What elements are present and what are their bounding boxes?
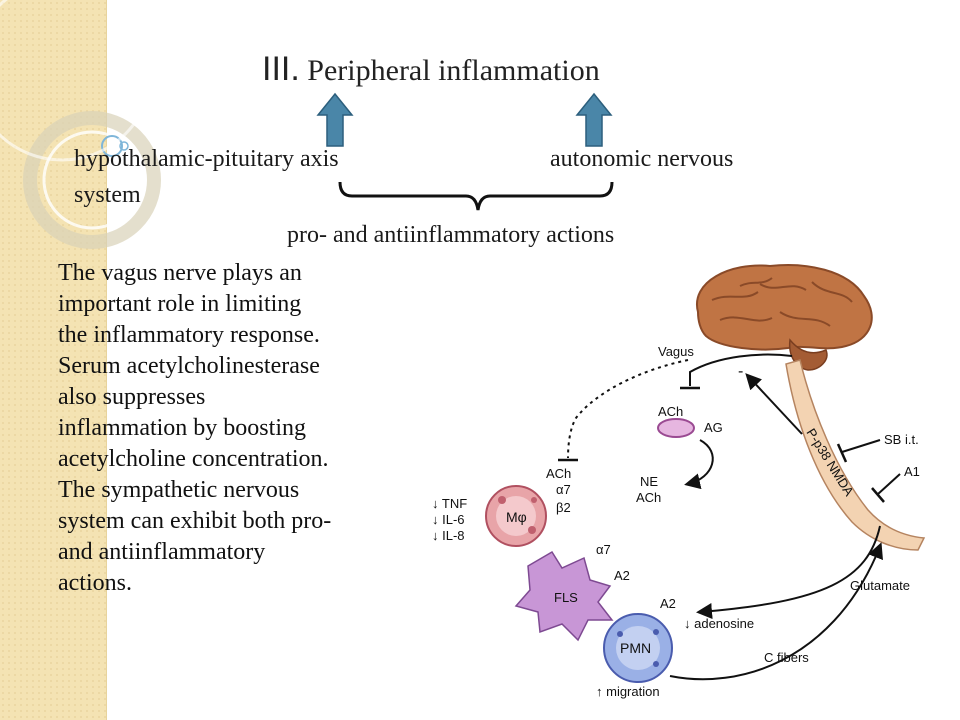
paragraph-line: The sympathetic nervous [58,477,300,503]
up-arrow-icon [316,92,354,147]
bubble-icon [101,135,123,157]
title-text: Peripheral inflammation [307,54,600,87]
paragraph-line: Serum acetylcholinesterase [58,353,320,379]
il6-label: ↓ IL-6 [432,512,465,527]
a1-label: A1 [904,464,920,479]
il8-label: ↓ IL-8 [432,528,465,543]
ach-ne-label: ACh [636,490,661,505]
pmn-label: PMN [620,640,651,656]
spinal-cord [785,359,926,551]
migration-label: ↑ migration [596,684,660,699]
ag-label: AG [704,420,723,435]
ach-vagus-label: ACh [658,404,683,419]
macrophage-cell [485,485,547,547]
hpa-label-continued: system [74,182,141,208]
body-paragraph: The vagus nerve plays an important role … [58,258,448,599]
adenosine-label: ↓ adenosine [684,616,754,631]
neuro-immune-figure: P-p38 NMDA Vagus - ACh AG NE ACh ACh α7 … [432,264,926,699]
ne-label: NE [640,474,658,489]
up-arrow-icon [575,92,613,147]
alpha7-label: α7 [556,482,571,497]
paragraph-line: actions. [58,570,132,596]
decorative-rings [0,0,161,249]
brain-illustration [695,264,873,371]
fls-label: FLS [554,590,578,605]
actions-label: pro- and antiinflammatory actions [287,222,615,248]
paragraph-line: important role in limiting [58,291,302,317]
macrophage-label: Mφ [506,509,527,525]
ans-label: autonomic nervous [550,146,734,172]
title-numeral: III. [262,50,300,88]
tnf-label: ↓ TNF [432,496,467,511]
sb-label: SB i.t. [884,432,919,447]
inhibition-sign: - [738,363,743,380]
autonomic-ganglion [657,418,695,438]
slide-title: III. Peripheral inflammation [262,50,600,89]
paragraph-line: system can exhibit both pro- [58,508,332,534]
paragraph-line: also suppresses [58,384,206,410]
paragraph-line: acetylcholine concentration. [58,446,329,472]
ach-macrophage-label: ACh [546,466,571,481]
vagus-dashed-pathway [567,359,689,459]
fibroblast-like-synoviocyte [514,550,614,642]
hpa-label: hypothalamic-pituitary axis [74,146,339,172]
curly-brace [338,181,614,211]
paragraph-line: and antiinflammatory [58,539,266,565]
vagus-label: Vagus [658,344,694,359]
bubble-icon [119,141,129,151]
a2-fls-label: A2 [614,568,630,583]
paragraph-line: the inflammatory response. [58,322,320,348]
glutamate-label: Glutamate [850,578,910,593]
a2-pmn-label: A2 [660,596,676,611]
axis-connectors [316,92,614,211]
paragraph-line: inflammation by boosting [58,415,306,441]
c-fibers-label: C fibers [764,650,809,665]
alpha7-fls-label: α7 [596,542,611,557]
paragraph-line: The vagus nerve plays an [58,260,302,286]
beta2-label: β2 [556,500,571,515]
neutrophil-cell [603,613,673,683]
